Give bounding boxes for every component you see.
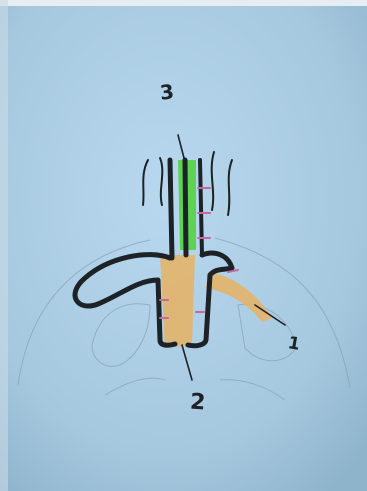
paper-left-edge: [0, 0, 8, 491]
callout-label-2: 2: [189, 389, 206, 415]
paper-top-edge: [0, 0, 367, 6]
ink-tube-right-wall: [200, 160, 202, 255]
orange-fill-lower-tube: [160, 255, 195, 348]
ink-tube-inner-wall: [185, 160, 186, 255]
ink-tube-left-wall: [170, 160, 172, 258]
callout-label-3: 3: [159, 79, 175, 104]
